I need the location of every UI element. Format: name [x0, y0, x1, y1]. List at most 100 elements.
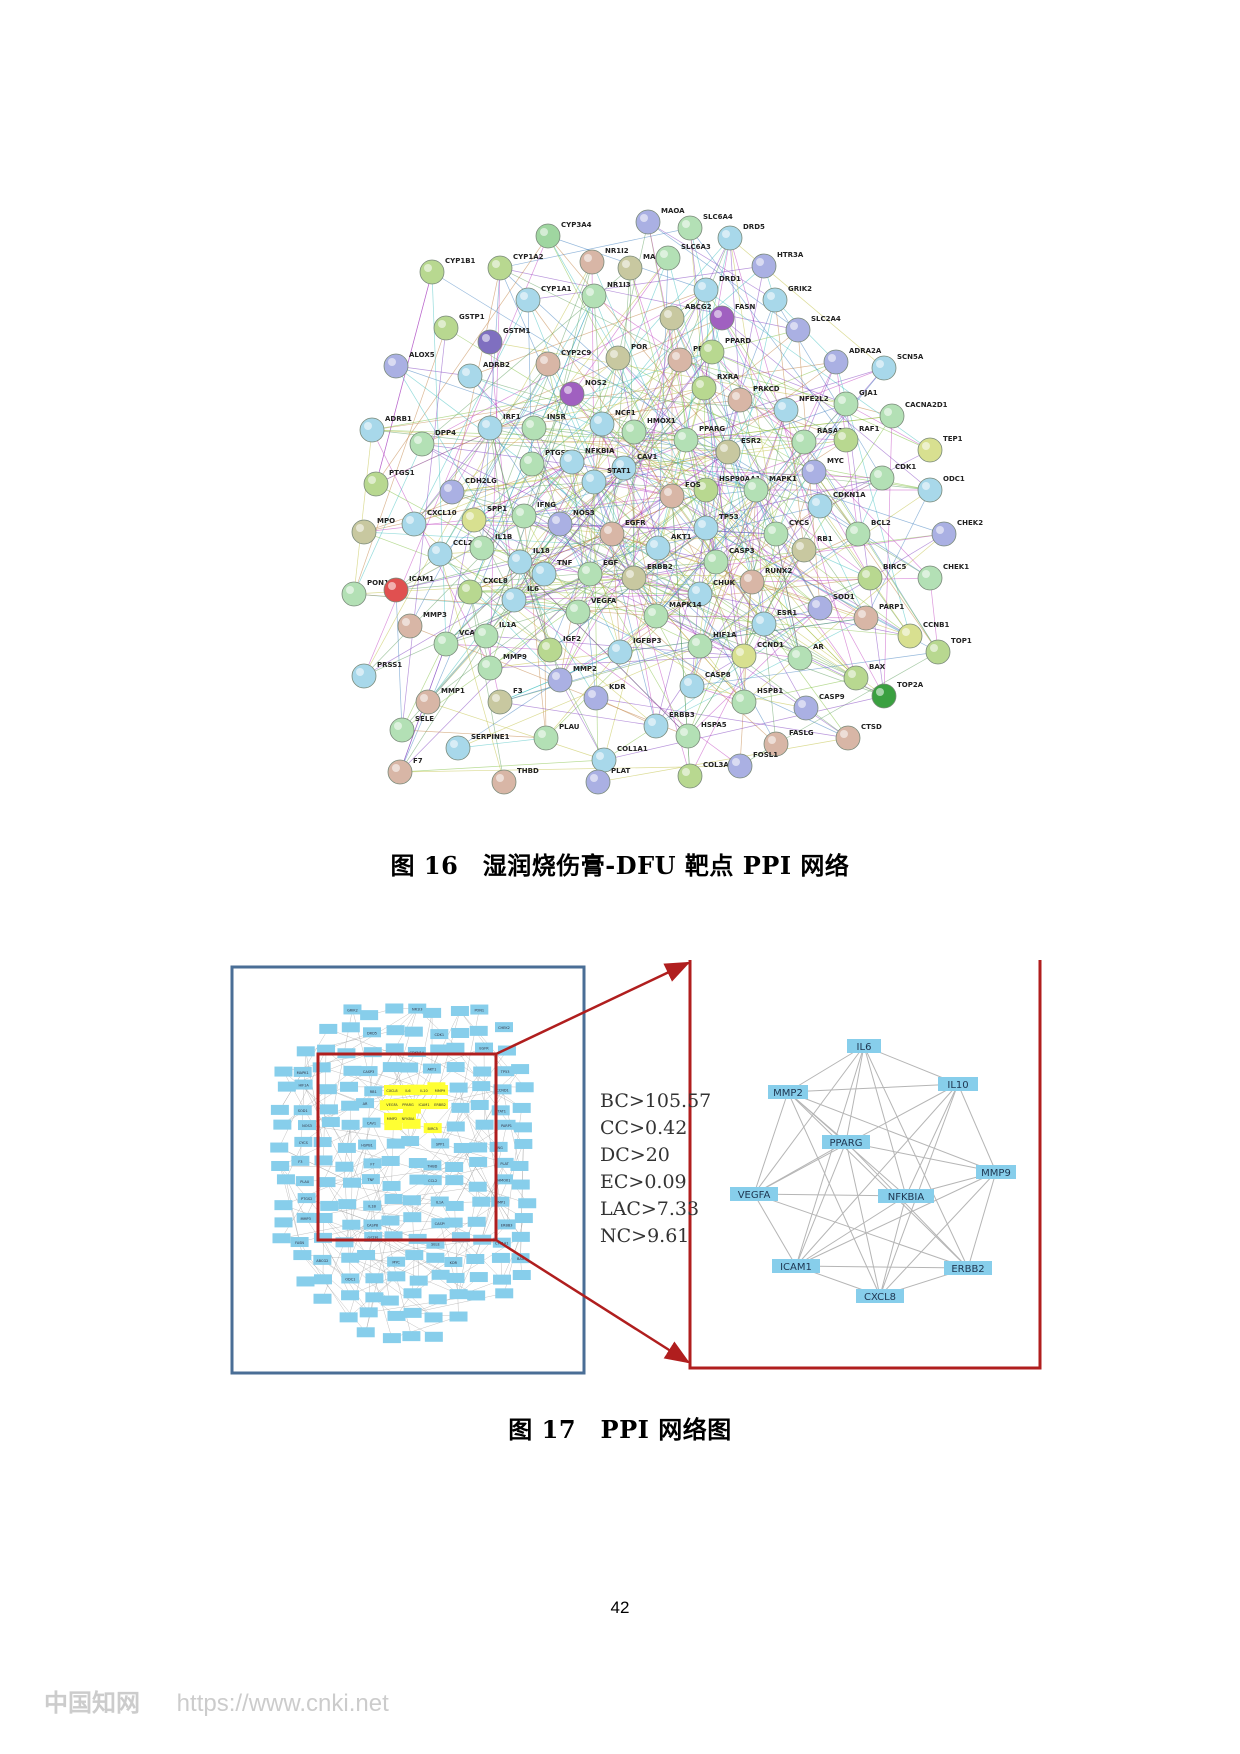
overview-node	[401, 1136, 420, 1147]
network-edge	[751, 577, 931, 583]
overview-node-box	[335, 1237, 354, 1248]
protein-node-sphere	[715, 439, 741, 465]
overview-node-box	[403, 1288, 422, 1299]
zoom-arrow-bottom	[495, 1238, 691, 1364]
network-edge	[427, 635, 487, 703]
overview-node-box	[384, 1231, 403, 1242]
overview-node: AR	[356, 1098, 375, 1109]
protein-node-label: CYP3A4	[561, 221, 592, 229]
overview-node-box	[294, 1136, 313, 1147]
overview-node-box	[489, 1141, 508, 1152]
overview-node	[320, 1200, 339, 1211]
protein-node: HSPA5	[675, 721, 727, 749]
protein-node-label: NR1I3	[607, 281, 631, 289]
protein-node-label: MMP2	[573, 665, 597, 673]
overview-node-box	[423, 1123, 442, 1134]
zoom-edge	[863, 1045, 969, 1269]
protein-node-label: SOD1	[833, 593, 855, 601]
protein-node-highlight	[698, 520, 706, 528]
overview-node: IL1A	[430, 1196, 449, 1207]
zoom-edge	[795, 1195, 907, 1267]
protein-node-label: CCNB1	[923, 621, 949, 629]
overview-node-box	[382, 1333, 401, 1344]
overview-node-box	[446, 1062, 465, 1073]
overview-node-box	[291, 1155, 310, 1166]
overview-node	[386, 1138, 405, 1149]
protein-node-sphere	[583, 685, 609, 711]
protein-node-highlight	[492, 694, 500, 702]
overview-node-label: KDR	[450, 1261, 458, 1265]
protein-node-label: RUNX2	[765, 567, 792, 575]
network-edge	[845, 403, 885, 697]
network-edge	[617, 357, 805, 551]
overview-edge	[373, 1236, 477, 1296]
protein-node: PRSS1	[351, 661, 402, 689]
overview-node-box	[402, 1331, 421, 1342]
protein-node-sphere	[487, 255, 513, 281]
overview-edge	[458, 1087, 479, 1148]
network-edge	[655, 607, 821, 727]
overview-node: NR1I3	[408, 1003, 427, 1014]
overview-node-box	[514, 1138, 533, 1149]
protein-node-highlight	[640, 214, 648, 222]
protein-node-highlight	[664, 310, 672, 318]
network-edge	[439, 553, 505, 783]
protein-node-sphere	[835, 725, 861, 751]
overview-node-box	[293, 1105, 312, 1116]
core-node: NFKBIA	[400, 1113, 416, 1123]
protein-node-label: TOP1	[951, 637, 972, 645]
protein-node-label: HSPA5	[701, 721, 727, 729]
overview-node-label: NOS3	[302, 1124, 312, 1128]
network-edge	[865, 489, 931, 619]
protein-node: GJA1	[833, 389, 878, 417]
network-edge	[571, 257, 669, 395]
overview-edge	[396, 1276, 412, 1337]
network-nodes: CYP3A4MAOASLC6A4DRD5NR1I2MAOBSLC6A3HTR3A…	[341, 207, 983, 795]
protein-node-label: GRIK2	[788, 285, 812, 293]
overview-node	[408, 1158, 427, 1169]
protein-node: FOS	[659, 481, 701, 509]
protein-node-sphere	[925, 639, 951, 665]
protein-node-highlight	[874, 470, 882, 478]
overview-node-box	[339, 1312, 358, 1323]
protein-node-label: RXRA	[717, 373, 739, 381]
core-node-label: CXCL8	[386, 1089, 397, 1093]
protein-node-highlight	[520, 292, 528, 300]
overview-node-box	[341, 1022, 360, 1033]
protein-node: ADRA2A	[823, 347, 882, 375]
protein-node-sphere	[605, 345, 631, 371]
overview-node-box	[467, 1216, 486, 1227]
protein-node: TEP1	[917, 435, 963, 463]
overview-node-label: HMOX1	[498, 1178, 511, 1182]
protein-node-label: ODC1	[943, 475, 965, 483]
protein-node-sphere	[351, 519, 377, 545]
protein-node: BIRC5	[857, 563, 906, 591]
protein-node: SERPINE1	[445, 733, 510, 761]
network-edge	[353, 443, 423, 595]
overview-node-box	[404, 1026, 423, 1037]
protein-node-label: CYP1A2	[513, 253, 544, 261]
overview-node-box	[387, 1310, 406, 1321]
overview-node: ODC1	[341, 1273, 360, 1284]
overview-node-box	[341, 1252, 360, 1263]
overview-node	[468, 1181, 487, 1192]
protein-node-label: BCL2	[871, 519, 891, 527]
protein-node-highlight	[680, 728, 688, 736]
network-edge	[571, 393, 821, 609]
protein-node-sphere	[457, 579, 483, 605]
figure-16-ppi-network: CYP3A4MAOASLC6A4DRD5NR1I2MAOBSLC6A3HTR3A…	[341, 207, 983, 795]
network-edge	[451, 491, 701, 595]
protein-node-highlight	[672, 352, 680, 360]
overview-node	[409, 1275, 428, 1286]
protein-node-highlight	[626, 424, 634, 432]
protein-node-sphere	[617, 255, 643, 281]
network-edge	[513, 261, 593, 601]
network-edge	[679, 329, 799, 361]
overview-node-box	[405, 1250, 424, 1261]
overview-edge	[346, 1147, 455, 1181]
protein-node-label: ERBB3	[669, 711, 695, 719]
overview-node	[343, 1065, 362, 1076]
cnki-watermark: 中国知网 https://www.cnki.net	[44, 1683, 389, 1718]
overview-node: STAT1	[491, 1105, 510, 1116]
overview-node	[384, 1193, 403, 1204]
